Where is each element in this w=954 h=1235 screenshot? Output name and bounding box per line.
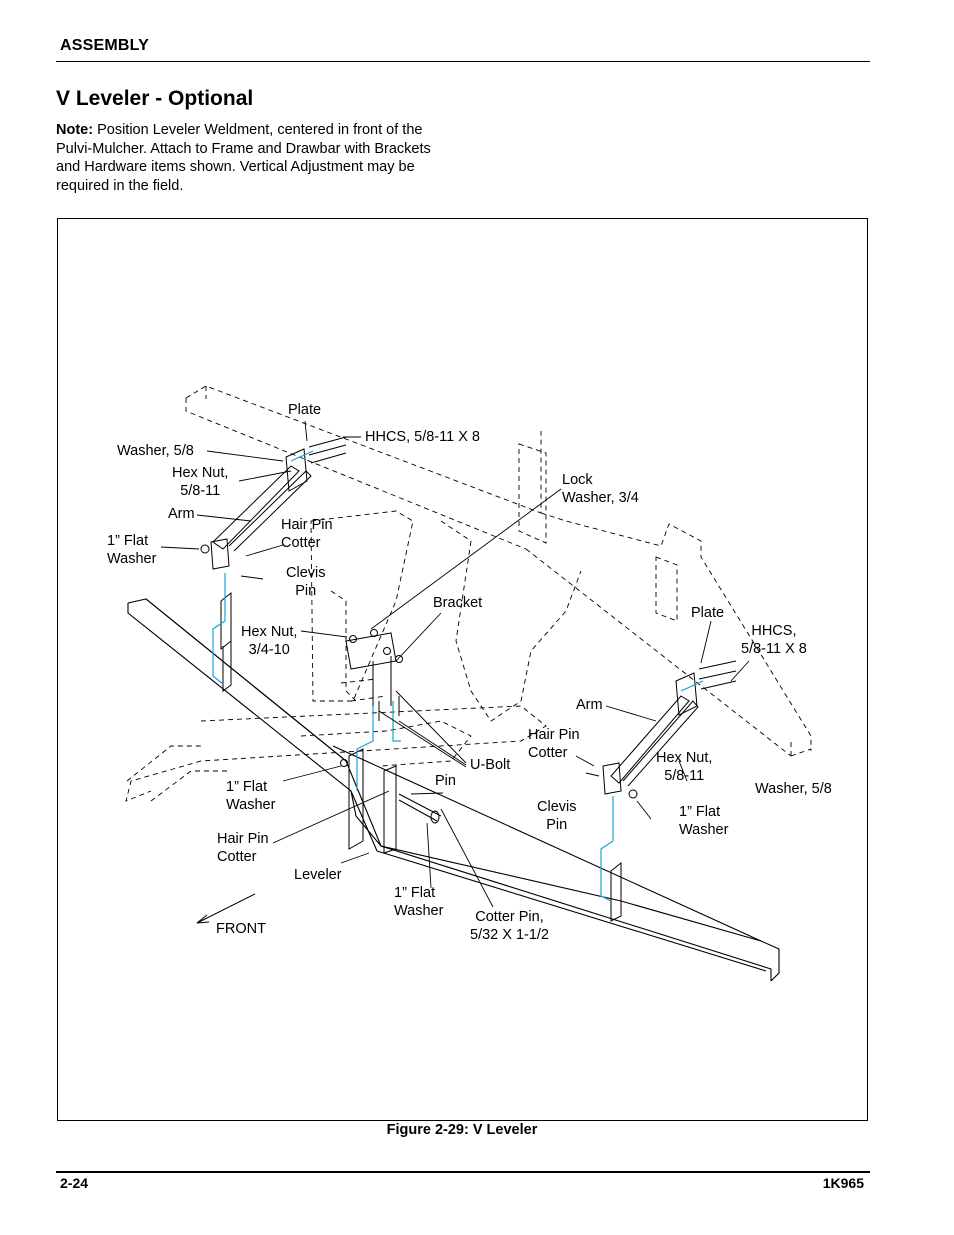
label-hexnut-center-l1: Hex Nut, <box>241 624 298 640</box>
section-header: ASSEMBLY <box>60 37 150 54</box>
label-lockwasher-l2: Washer, 3/4 <box>562 489 639 506</box>
label-flatwasher-bottom-l1: 1” Flat <box>394 885 436 901</box>
label-hexnut-center-l2: 3/4-10 <box>248 641 290 658</box>
label-bracket: Bracket <box>433 595 483 611</box>
v-leveler-drawing <box>125 385 812 982</box>
frame-tube <box>125 385 812 802</box>
page-number: 2-24 <box>60 1175 89 1191</box>
label-hexnut-left-l2: 5/8-11 <box>180 482 221 499</box>
leveler-bars <box>127 598 780 982</box>
label-flatwasher-left-l1: 1” Flat <box>107 533 149 549</box>
right-arm <box>585 660 737 922</box>
assembly-note: Note: Position Leveler Weldment, centere… <box>56 121 456 195</box>
label-hexnut-left-l1: Hex Nut, <box>172 465 229 481</box>
label-hairpin-low-l1: Hair Pin <box>217 831 269 847</box>
label-pin: Pin <box>435 773 456 789</box>
label-ubolt: U-Bolt <box>470 757 511 773</box>
label-clevis-left-l2: Pin <box>295 582 317 599</box>
front-arrow <box>196 893 256 924</box>
label-hexnut-left: Hex Nut,5/8-11 <box>172 465 228 500</box>
label-clevis-right-l1: Clevis <box>537 799 577 815</box>
label-cotterpin-l1: Cotter Pin, <box>475 909 544 925</box>
alignment-lines <box>212 450 704 902</box>
note-lead: Note: <box>56 122 94 138</box>
label-arm-right: Arm <box>576 697 603 713</box>
label-flatwasher-right-l1: 1” Flat <box>679 804 721 820</box>
label-front: FRONT <box>216 921 266 937</box>
document-code: 1K965 <box>822 1175 864 1191</box>
label-hhcs-right: HHCS,5/8-11 X 8 <box>741 623 807 658</box>
label-hexnut-right: Hex Nut,5/8-11 <box>656 750 712 785</box>
figure-frame: Plate HHCS, 5/8-11 X 8 Washer, 5/8 Hex N… <box>57 218 868 1121</box>
label-flatwasher-right-l2: Washer <box>679 821 729 838</box>
label-hairpin-low-l2: Cotter <box>217 848 257 865</box>
label-washer-left: Washer, 5/8 <box>117 443 194 459</box>
label-hhcs-right-l1: HHCS, <box>751 623 797 639</box>
page-title: V Leveler - Optional <box>56 87 254 110</box>
label-plate-right: Plate <box>691 605 725 621</box>
label-hexnut-right-l1: Hex Nut, <box>656 750 713 766</box>
label-hairpin-left-l1: Hair Pin <box>281 517 333 533</box>
label-cotterpin-l2: 5/32 X 1-1/2 <box>470 926 549 943</box>
label-flatwasher-left-l2: Washer <box>107 550 157 567</box>
label-clevis-left-l1: Clevis <box>286 565 326 581</box>
label-clevis-right-l2: Pin <box>546 816 568 833</box>
label-flatwasher-mid-l2: Washer <box>226 796 276 813</box>
label-hairpin-left-l2: Cotter <box>281 534 321 551</box>
label-flatwasher-bottom-l2: Washer <box>394 902 444 919</box>
label-hairpin-right-l1: Hair Pin <box>528 727 580 743</box>
label-hhcs-right-l2: 5/8-11 X 8 <box>741 640 807 657</box>
label-lockwasher-l1: Lock <box>562 472 593 488</box>
left-arm <box>200 436 347 692</box>
figure-caption: Figure 2-29: V Leveler <box>386 1122 538 1138</box>
label-washer-right: Washer, 5/8 <box>755 781 832 797</box>
label-hexnut-center: Hex Nut,3/4-10 <box>241 624 297 659</box>
footer-rule <box>56 1171 870 1173</box>
leader-lines <box>160 420 750 908</box>
label-hhcs-left: HHCS, 5/8-11 X 8 <box>365 429 480 445</box>
label-hairpin-right-l2: Cotter <box>528 744 568 761</box>
label-plate-left: Plate <box>288 402 322 418</box>
label-hexnut-right-l2: 5/8-11 <box>664 767 705 784</box>
label-arm-left: Arm <box>168 506 195 522</box>
label-cotterpin: Cotter Pin,5/32 X 1-1/2 <box>470 909 549 944</box>
note-text: Position Leveler Weldment, centered in f… <box>56 122 431 194</box>
header-rule <box>56 61 870 62</box>
label-leveler: Leveler <box>294 867 342 883</box>
label-flatwasher-mid-l1: 1” Flat <box>226 779 268 795</box>
